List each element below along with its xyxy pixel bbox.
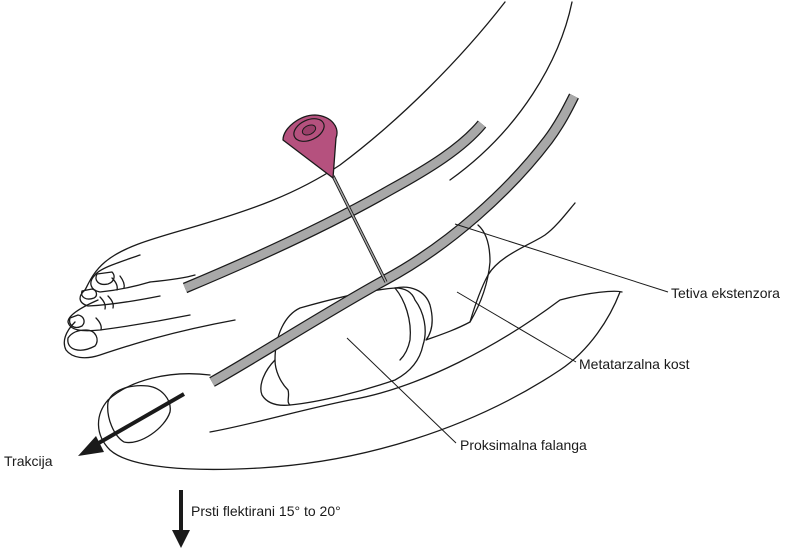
leader-metatarsal: [456, 291, 577, 363]
toe-small-1: [90, 254, 151, 293]
traction-arrow: [78, 392, 185, 456]
toe-small-3: [67, 299, 191, 332]
label-proximal-phalanx: Proksimalna falanga: [460, 437, 587, 453]
leader-phalanx: [346, 337, 457, 444]
toe-small-4-top: [63, 319, 236, 359]
extensor-tendon-1: [182, 120, 487, 294]
foot-right-contour: [469, 202, 576, 323]
toe-wrinkles: [95, 275, 125, 331]
label-extensor-tendon: Tetiva ekstenzora: [671, 285, 780, 301]
leg-outline-right: [449, 1, 573, 181]
joint-line: [394, 287, 411, 361]
toe-nail-3: [68, 314, 85, 329]
toe-nail-2: [80, 288, 98, 300]
forefoot-bottom: [209, 290, 623, 433]
needle-hub: [282, 114, 338, 179]
needle: [331, 175, 388, 283]
leg-outline-top: [84, 1, 506, 291]
metatarsal-bone: [394, 224, 491, 341]
label-toe-flexion: Prsti flektirani 15° to 20°: [191, 503, 341, 519]
proximal-phalanx-bone: [274, 287, 426, 406]
interdigital-line: [149, 274, 196, 283]
extensor-tendon-2: [209, 93, 579, 387]
label-metatarsal-bone: Metatarzalna kost: [579, 356, 690, 372]
leader-tendon: [454, 223, 669, 293]
toe-nail-1: [95, 271, 115, 286]
toe-small-2: [79, 289, 161, 307]
label-traction: Trakcija: [4, 453, 53, 469]
flexion-arrow: [172, 490, 190, 548]
toe-nail-4: [67, 329, 98, 351]
phalanx-base: [260, 359, 291, 406]
